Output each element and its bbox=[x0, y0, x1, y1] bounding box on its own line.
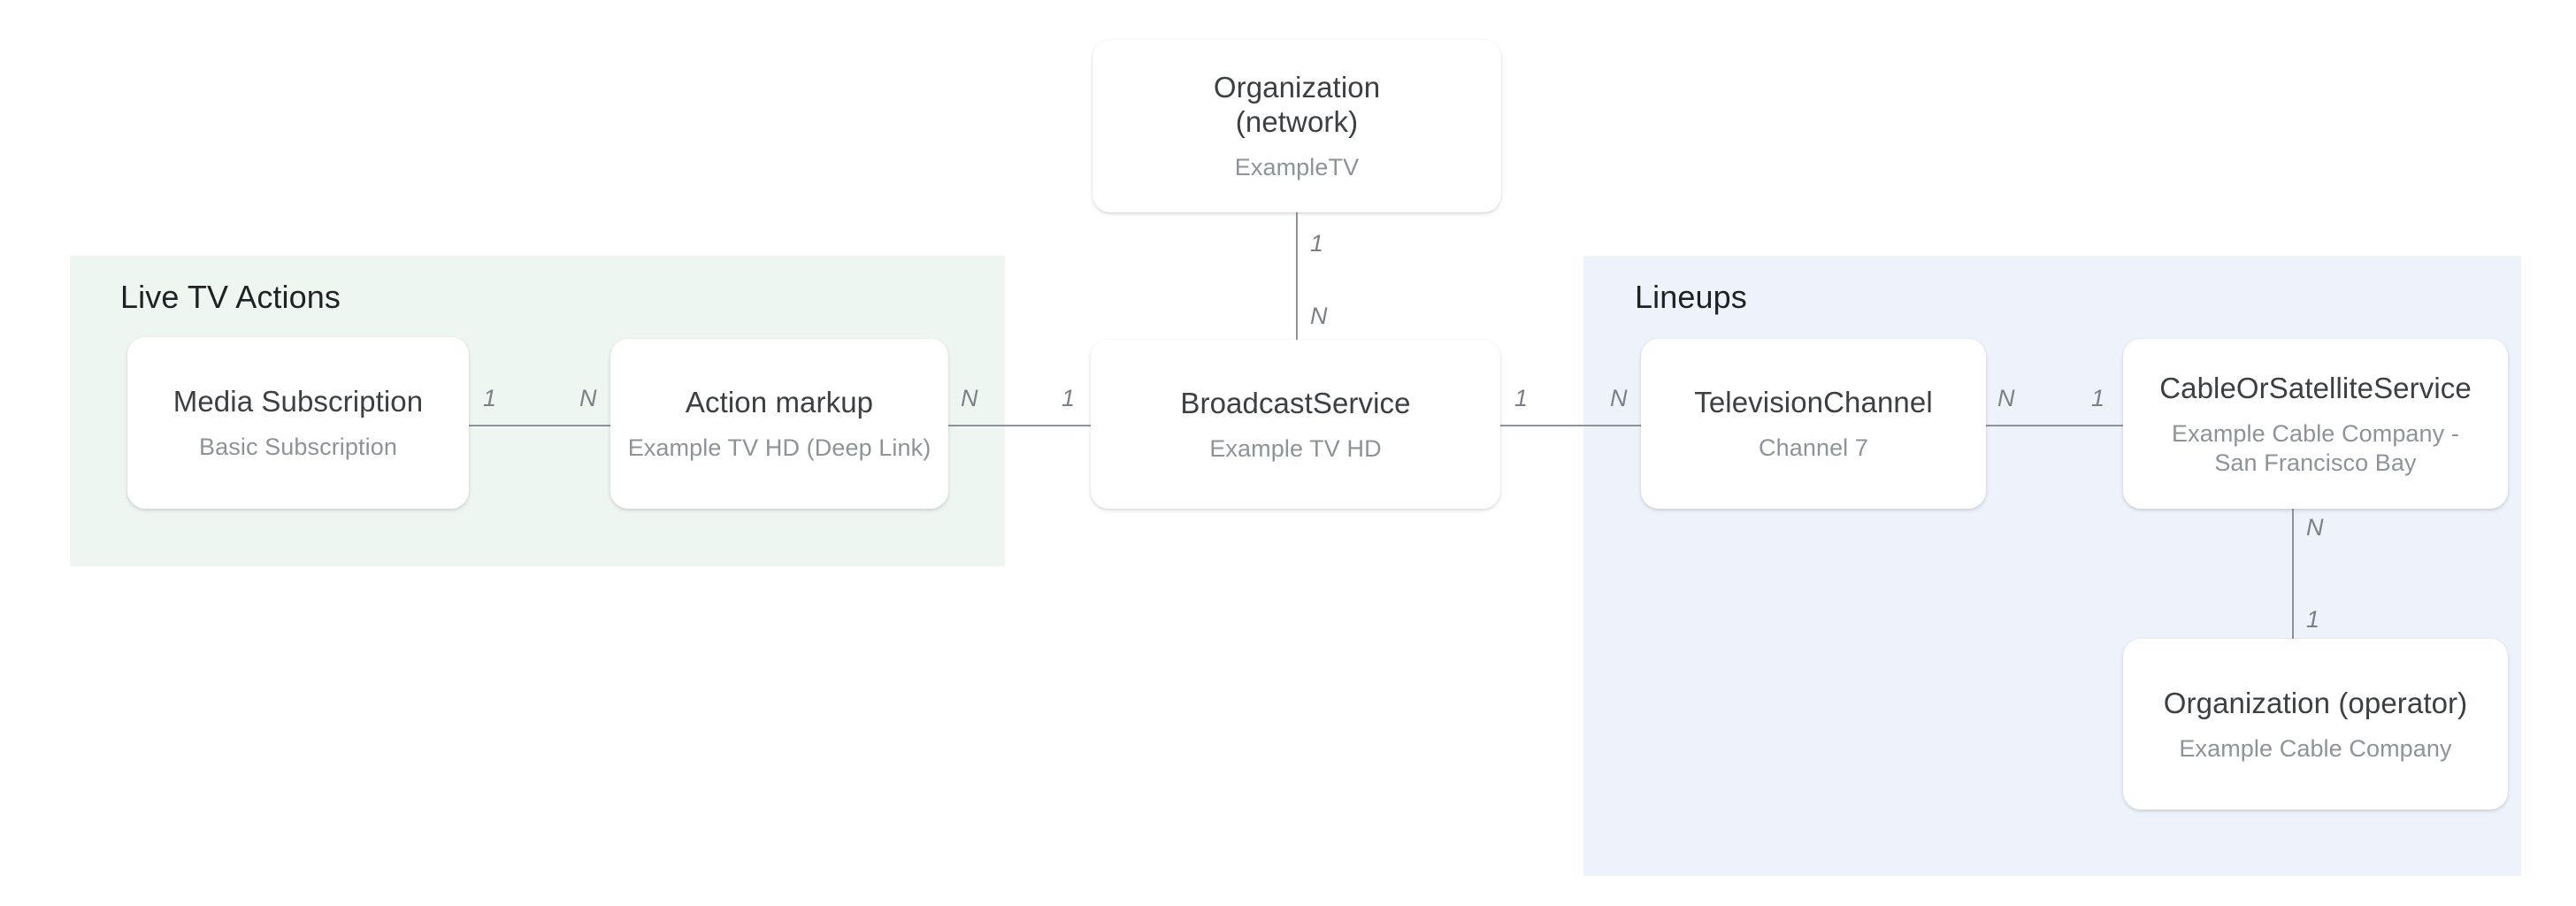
group-title-lineups: Lineups bbox=[1635, 279, 1747, 315]
node-subtitle: Example TV HD (Deep Link) bbox=[627, 434, 932, 461]
node-cable-or-satellite-service[interactable]: CableOrSatelliteService Example Cable Co… bbox=[2123, 339, 2508, 509]
node-organization-operator[interactable]: Organization (operator) Example Cable Co… bbox=[2123, 639, 2508, 810]
node-title: Action markup bbox=[685, 386, 874, 418]
connector-broadcast-service-to-television-channel bbox=[1490, 425, 1654, 426]
connector-label-media-subscription-1: 1 bbox=[483, 385, 497, 411]
node-subtitle: ExampleTV bbox=[1234, 154, 1360, 180]
node-subtitle: Basic Subscription bbox=[199, 434, 397, 460]
connector-label-broadcast-service-1-left: 1 bbox=[1062, 385, 1076, 411]
group-title-live-tv-actions: Live TV Actions bbox=[120, 279, 341, 315]
node-title: TelevisionChannel bbox=[1694, 386, 1933, 418]
connector-television-channel-to-cable-or-satellite-service bbox=[1976, 425, 2135, 426]
node-broadcast-service[interactable]: BroadcastService Example TV HD bbox=[1091, 340, 1500, 509]
node-media-subscription[interactable]: Media Subscription Basic Subscription bbox=[127, 337, 469, 509]
node-subtitle: Example TV HD bbox=[1209, 434, 1382, 462]
connector-label-organization-operator-1: 1 bbox=[2306, 606, 2320, 633]
node-title: Organization (operator) bbox=[2163, 686, 2468, 719]
connector-cable-or-satellite-service-to-organization-operator bbox=[2292, 503, 2294, 642]
connector-label-television-channel-n-right: N bbox=[1997, 385, 2015, 411]
connector-label-broadcast-service-1-right: 1 bbox=[1514, 385, 1529, 411]
node-subtitle: Example Cable Company bbox=[2179, 734, 2452, 762]
connector-media-subscription-to-action-markup bbox=[456, 425, 623, 426]
connector-label-organization-network-1: 1 bbox=[1310, 230, 1324, 257]
node-television-channel[interactable]: TelevisionChannel Channel 7 bbox=[1641, 339, 1986, 509]
connector-label-cable-or-satellite-service-1-left: 1 bbox=[2091, 385, 2105, 411]
connector-label-television-channel-n-left: N bbox=[1610, 385, 1628, 411]
node-action-markup[interactable]: Action markup Example TV HD (Deep Link) bbox=[610, 339, 948, 509]
node-title: Organization (network) bbox=[1213, 71, 1381, 138]
node-title: BroadcastService bbox=[1180, 386, 1411, 419]
connector-label-cable-or-satellite-service-n-bottom: N bbox=[2306, 514, 2324, 541]
connector-label-broadcast-service-n-top: N bbox=[1310, 303, 1328, 329]
node-organization-network[interactable]: Organization (network) ExampleTV bbox=[1092, 40, 1501, 212]
node-title: Media Subscription bbox=[172, 385, 424, 418]
node-title: CableOrSatelliteService bbox=[2159, 371, 2472, 404]
connector-action-markup-to-broadcast-service bbox=[936, 425, 1104, 426]
node-subtitle: Channel 7 bbox=[1759, 434, 1868, 461]
connector-label-action-markup-n-right: N bbox=[961, 385, 978, 411]
connector-label-action-markup-n: N bbox=[579, 385, 597, 411]
node-subtitle: Example Cable Company - San Francisco Ba… bbox=[2172, 419, 2459, 476]
connector-organization-network-to-broadcast-service bbox=[1296, 209, 1298, 343]
